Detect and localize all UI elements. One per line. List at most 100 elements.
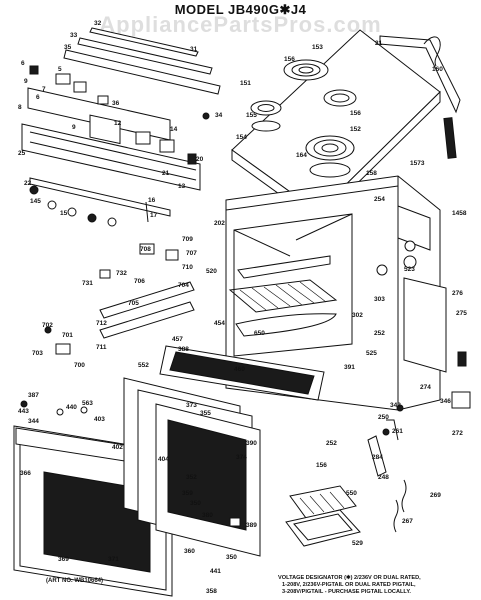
part-callout-33: 33 — [70, 32, 78, 39]
part-callout-25: 25 — [18, 150, 26, 157]
backguard-panel — [379, 35, 461, 114]
part-callout-706: 706 — [134, 278, 145, 285]
part-callout-20: 20 — [196, 156, 204, 163]
part-callout-164: 164 — [296, 152, 307, 159]
part-callout-443: 443 — [18, 408, 29, 415]
screw-443 — [20, 400, 28, 408]
part-callout-156: 156 — [284, 56, 295, 63]
drip-pan-158 — [309, 162, 351, 178]
part-callout-529: 529 — [352, 540, 363, 547]
part-callout-152: 152 — [350, 126, 361, 133]
part-callout-387: 387 — [28, 392, 39, 399]
part-callout-350: 350 — [226, 554, 237, 561]
part-callout-303: 303 — [374, 296, 385, 303]
part-callout-441: 441 — [210, 568, 221, 575]
part-callout-156: 156 — [350, 110, 361, 117]
part-callout-705: 705 — [128, 300, 139, 307]
part-callout-158: 158 — [366, 170, 377, 177]
part-callout-145: 145 — [30, 198, 41, 205]
door-inner-glass — [167, 419, 247, 531]
hinge-lever — [386, 419, 399, 441]
part-callout-380: 380 — [202, 512, 213, 519]
part-callout-342: 342 — [390, 402, 401, 409]
side-panel-right — [403, 277, 447, 373]
part-callout-350: 350 — [190, 500, 201, 507]
part-callout-267: 267 — [402, 518, 413, 525]
part-callout-22: 22 — [24, 180, 32, 187]
trim-strip-32 — [89, 27, 199, 57]
part-callout-272: 272 — [452, 430, 463, 437]
part-callout-21: 21 — [375, 40, 383, 47]
part-callout-15: 15 — [60, 210, 68, 217]
part-callout-552: 552 — [138, 362, 149, 369]
part-callout-520: 520 — [206, 268, 217, 275]
terminal-strip-346 — [457, 351, 467, 367]
broil-pan-insert — [289, 485, 357, 519]
part-callout-703: 703 — [32, 350, 43, 357]
screw-403 — [80, 406, 88, 414]
knob-145a — [29, 185, 39, 195]
switch-5 — [55, 73, 71, 85]
broil-pan-529 — [285, 509, 361, 547]
part-callout-1458: 1458 — [452, 210, 467, 217]
part-callout-154: 154 — [236, 134, 247, 141]
knob-15a — [47, 200, 57, 210]
bracket-6 — [29, 65, 39, 75]
knob-145b — [87, 213, 97, 223]
part-callout-9: 9 — [24, 78, 28, 85]
part-callout-366: 366 — [20, 470, 31, 477]
part-callout-9: 9 — [72, 124, 76, 131]
part-callout-151: 151 — [240, 80, 251, 87]
part-callout-404: 404 — [158, 456, 169, 463]
drip-pan-154 — [251, 120, 281, 132]
part-callout-248: 248 — [378, 474, 389, 481]
part-callout-374: 374 — [236, 454, 247, 461]
part-callout-1573: 1573 — [410, 160, 425, 167]
part-callout-358: 358 — [206, 588, 217, 595]
screw-261 — [382, 428, 390, 436]
part-callout-153: 153 — [312, 44, 323, 51]
screw-440 — [56, 408, 64, 416]
part-callout-346: 346 — [440, 398, 451, 405]
part-callout-460: 460 — [234, 366, 245, 373]
part-callout-391: 391 — [344, 364, 355, 371]
hinge-spring-267 — [393, 499, 399, 533]
part-callout-7: 7 — [42, 86, 46, 93]
part-callout-160: 160 — [432, 66, 443, 73]
part-callout-34: 34 — [215, 112, 223, 119]
part-callout-252: 252 — [374, 330, 385, 337]
switch-7 — [73, 81, 87, 93]
indicator-light — [187, 153, 197, 165]
part-callout-732: 732 — [116, 270, 127, 277]
part-callout-708: 708 — [140, 246, 151, 253]
part-callout-360: 360 — [184, 548, 195, 555]
part-callout-700: 700 — [74, 362, 85, 369]
part-callout-371: 371 — [108, 556, 119, 563]
part-callout-36: 36 — [112, 100, 120, 107]
part-callout-250: 250 — [378, 414, 389, 421]
thermostat-bulb — [404, 240, 416, 252]
part-callout-13: 13 — [178, 183, 186, 190]
part-callout-704: 704 — [178, 282, 189, 289]
oven-light-socket — [376, 264, 388, 276]
part-callout-254: 254 — [374, 196, 385, 203]
part-callout-274: 274 — [420, 384, 431, 391]
front-trim-rail — [29, 177, 171, 217]
part-callout-403: 403 — [94, 416, 105, 423]
hinge-spring-269 — [401, 479, 407, 513]
part-callout-355: 355 — [200, 410, 211, 417]
part-callout-16: 16 — [148, 197, 156, 204]
broil-element — [235, 255, 337, 337]
rear-bracket — [397, 205, 431, 251]
diagram-title: MODEL JB490G✱J4 — [174, 2, 307, 17]
rack-slide-712 — [99, 301, 195, 339]
switch-block-b — [159, 139, 175, 153]
control-panel-group — [21, 27, 221, 227]
part-callout-389: 389 — [246, 522, 257, 529]
part-callout-369: 369 — [58, 556, 69, 563]
trim-strip-35 — [63, 49, 221, 95]
art-number: (ART NO. WB10664) — [46, 578, 104, 584]
part-callout-388: 388 — [178, 346, 189, 353]
part-callout-156: 156 — [316, 462, 327, 469]
